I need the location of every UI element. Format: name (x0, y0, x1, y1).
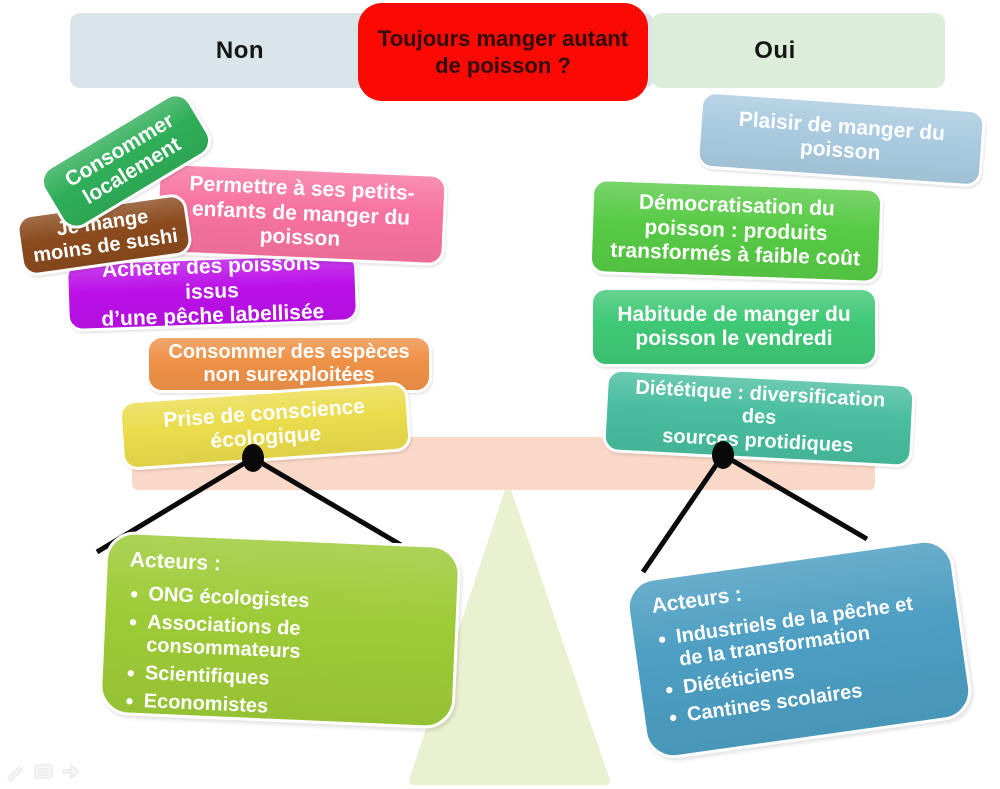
pen-tool-icon[interactable] (6, 762, 26, 782)
reason-petits-enfants: Permettre à ses petits- enfants de mange… (154, 161, 448, 267)
reason-habitude-vendredi: Habitude de manger du poisson le vendred… (590, 287, 878, 367)
menu-icon[interactable] (34, 763, 54, 781)
list-item: Associations de consommateurs (126, 610, 434, 669)
reason-dietetique: Diététique : diversification des sources… (602, 367, 916, 469)
actors-box-non: Acteurs : ONG écologistes Associations d… (98, 530, 462, 730)
reason-plaisir: Plaisir de manger du poisson (695, 90, 987, 188)
actors-non-list: ONG écologistes Associations de consomma… (123, 582, 434, 725)
non-label: Non (215, 36, 265, 64)
oui-bar: Oui (652, 13, 945, 88)
reason-democratisation: Démocratisation du poisson : produits tr… (588, 177, 884, 285)
question-box: Toujours manger autant de poisson ? (358, 3, 648, 101)
actors-non-heading: Acteurs : (129, 548, 222, 576)
oui-label: Oui (754, 36, 796, 64)
next-arrow-icon[interactable] (60, 761, 82, 781)
actors-box-oui: Acteurs : Industriels de la pêche et de … (622, 535, 976, 763)
